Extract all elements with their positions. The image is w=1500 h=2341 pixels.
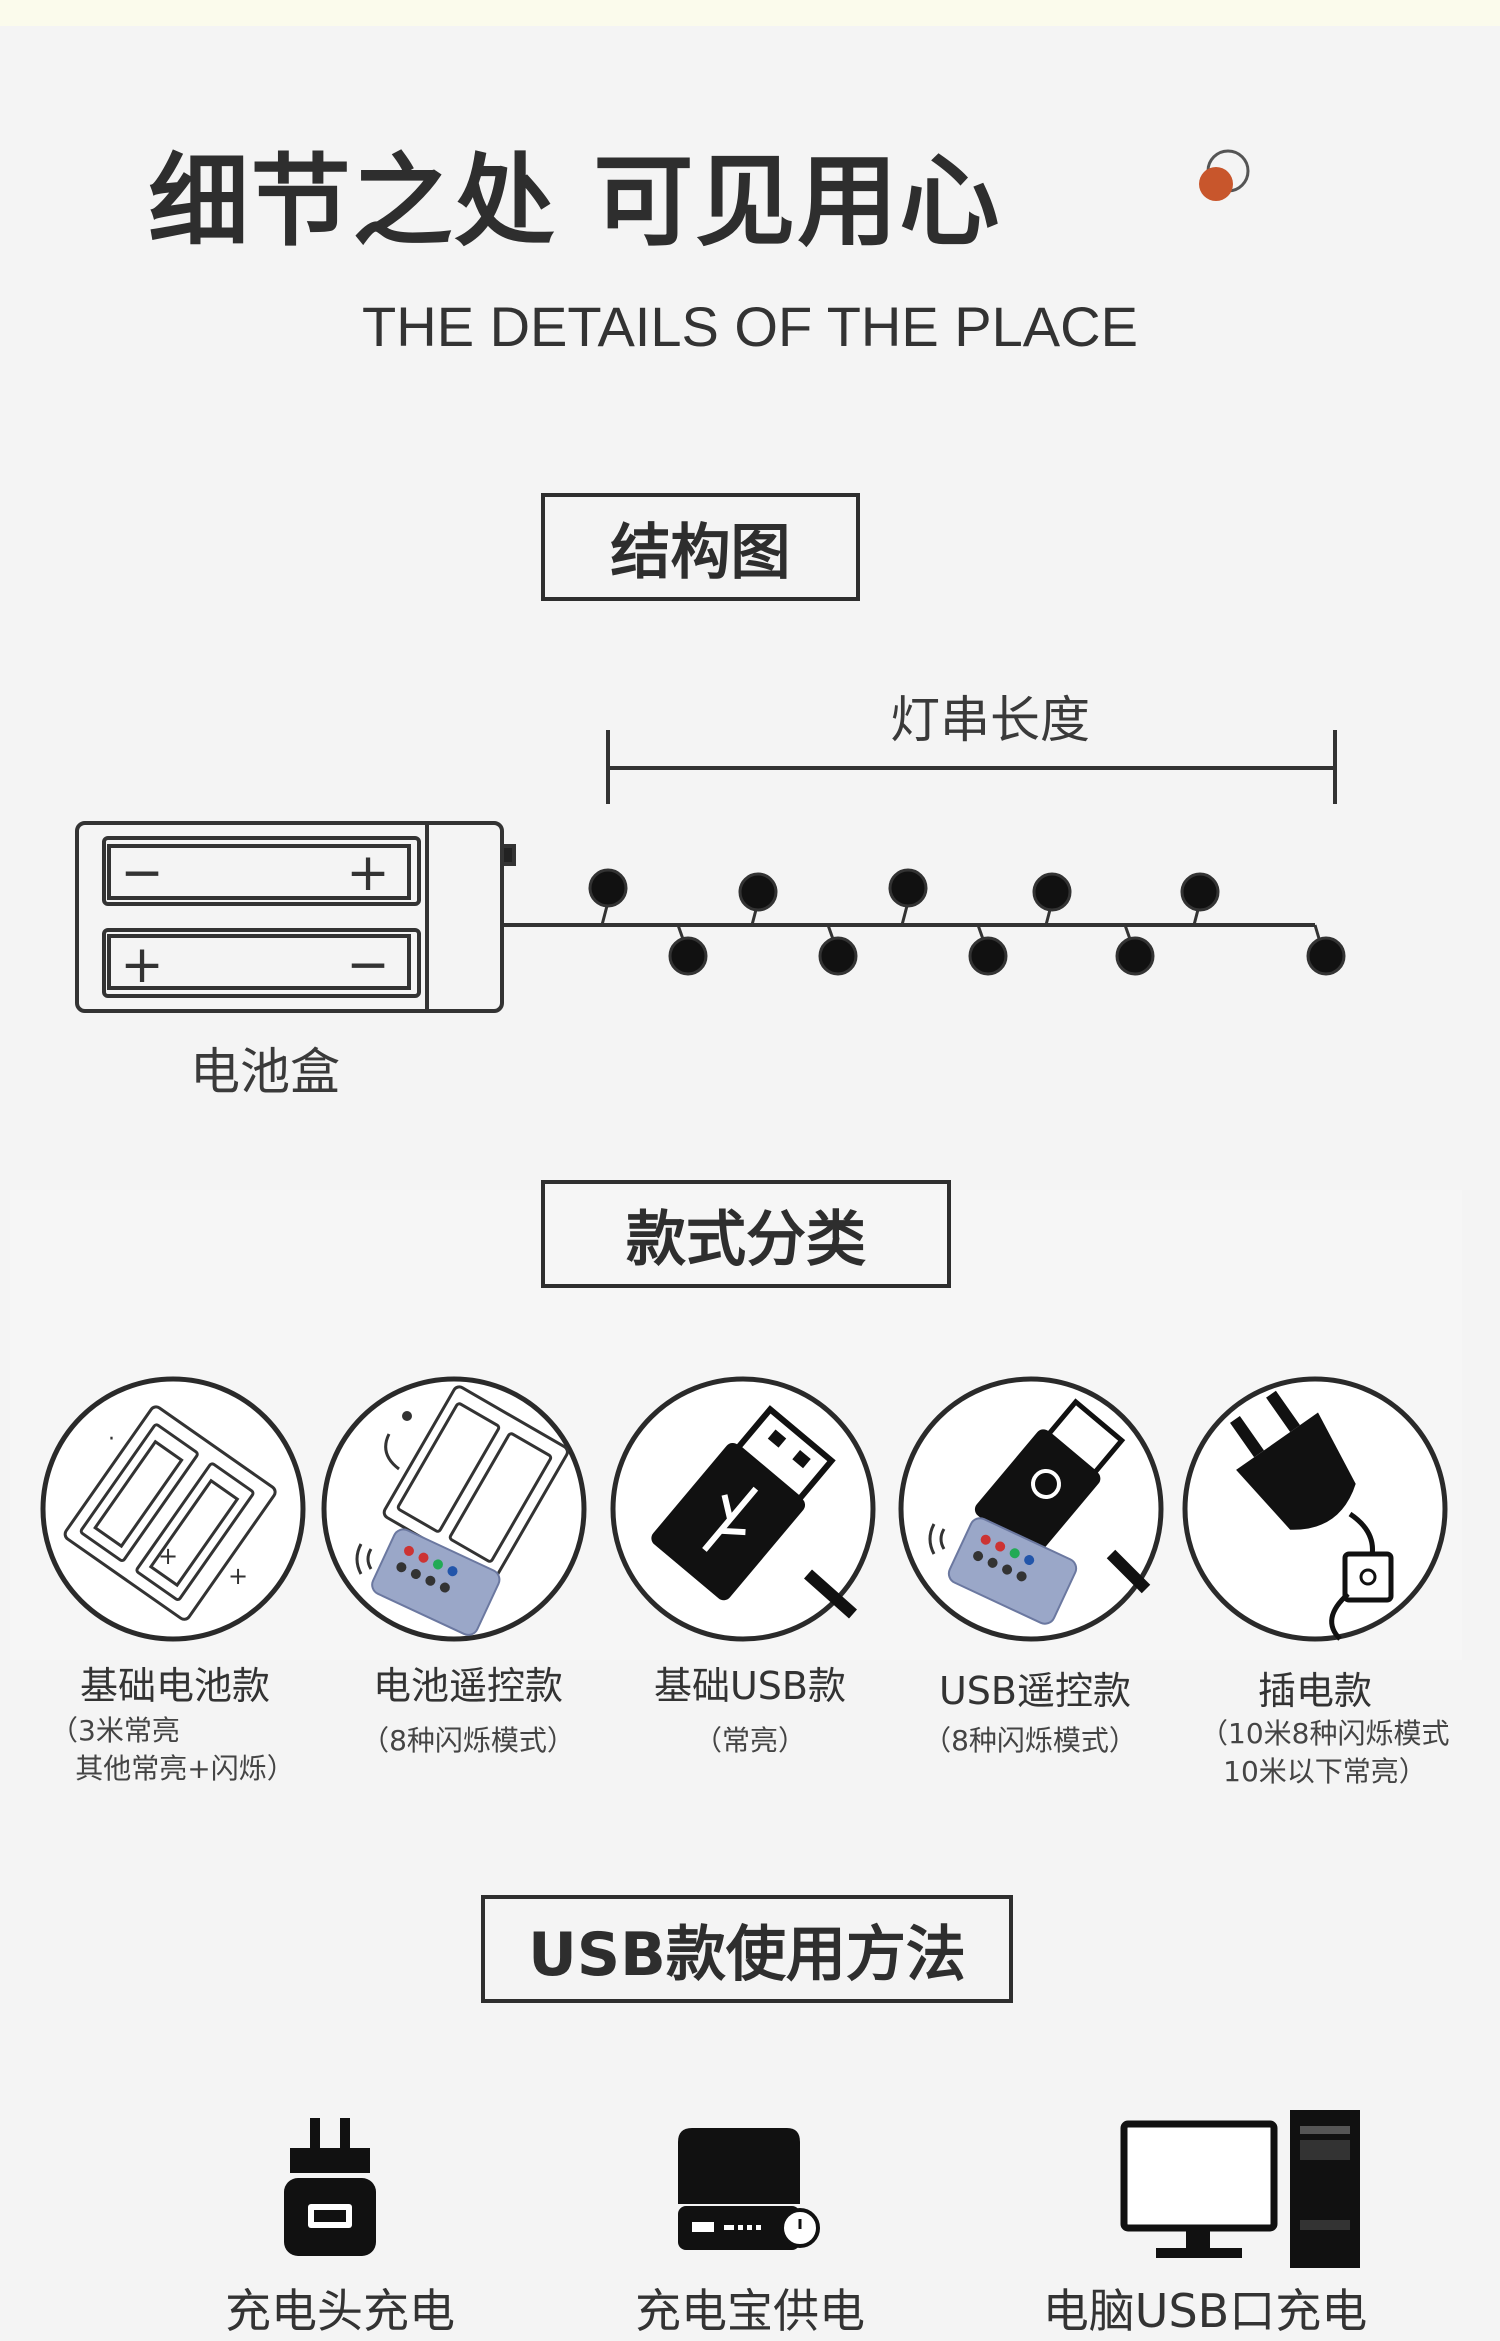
usage-label-2: 充电宝供电 [635,2284,865,2338]
wall-charger-icon [284,2118,376,2256]
battery-sign-2: + [346,843,390,903]
bulb [888,868,928,908]
bulb [588,868,628,908]
bulb [1306,936,1346,976]
battery-box-icon [75,821,516,1013]
style-title-3: 基础USB款 [653,1664,846,1708]
style-note-3a: （常亮） [693,1724,806,1757]
style-note-1a: （3米常亮 [50,1714,180,1747]
power-bank-icon [678,2128,820,2250]
battery-box-label: 电池盒 [190,1043,340,1101]
style-title-2: 电池遥控款 [372,1664,563,1708]
styles-section-title-text: 款式分类 [626,1204,866,1275]
usage-label-1: 充电头充电 [225,2284,455,2338]
style-note-5a: （10米8种闪烁模式 [1200,1717,1450,1750]
computer-icon [1120,2110,1360,2268]
style-title-4: USB遥控款 [938,1669,1131,1713]
style-note-1b: 其他常亮+闪烁） [75,1752,295,1785]
svg-text:+: + [228,1562,248,1590]
style-title-1: 基础电池款 [79,1664,270,1708]
battery-pack-icon: · + + [40,1376,306,1642]
decorative-dot-icon [1199,149,1250,201]
styles-section-title: 款式分类 [541,1180,951,1288]
svg-text:+: + [158,1542,178,1570]
bulb [1115,936,1155,976]
usage-label-3: 电脑USB口充电 [1042,2284,1368,2338]
bulb [1032,872,1072,912]
power-plug-icon [1182,1376,1448,1642]
style-note-4a: （8种闪烁模式） [923,1724,1137,1757]
battery-polarity-signs: − + + − [120,843,390,995]
bulb [738,872,778,912]
structure-diagram: − + + − [75,730,1346,1013]
battery-sign-3: + [120,935,164,995]
battery-sign-4: − [346,935,390,995]
battery-remote-icon [321,1376,587,1642]
bulb [968,936,1008,976]
light-bulbs [588,868,1346,976]
battery-sign-1: − [120,843,164,903]
usage-section-title-text: USB款使用方法 [528,1919,966,1990]
top-strip [0,0,1500,26]
usb-plug-icon [610,1376,876,1642]
usb-remote-icon [898,1376,1164,1642]
style-title-5: 插电款 [1257,1669,1372,1713]
page-subtitle: THE DETAILS OF THE PLACE [362,295,1138,358]
string-length-label: 灯串长度 [890,691,1090,749]
style-note-5b: 10米以下常亮） [1223,1755,1427,1788]
style-note-2a: （8种闪烁模式） [361,1724,575,1757]
bulb [668,936,708,976]
usage-section-title: USB款使用方法 [481,1895,1013,2003]
structure-section-title: 结构图 [541,493,860,601]
bulb [818,936,858,976]
page-title: 细节之处 可见用心 [148,143,1002,260]
svg-text:·: · [108,1427,115,1452]
structure-section-title-text: 结构图 [610,517,791,588]
bulb [1180,872,1220,912]
length-bracket [606,730,1337,804]
